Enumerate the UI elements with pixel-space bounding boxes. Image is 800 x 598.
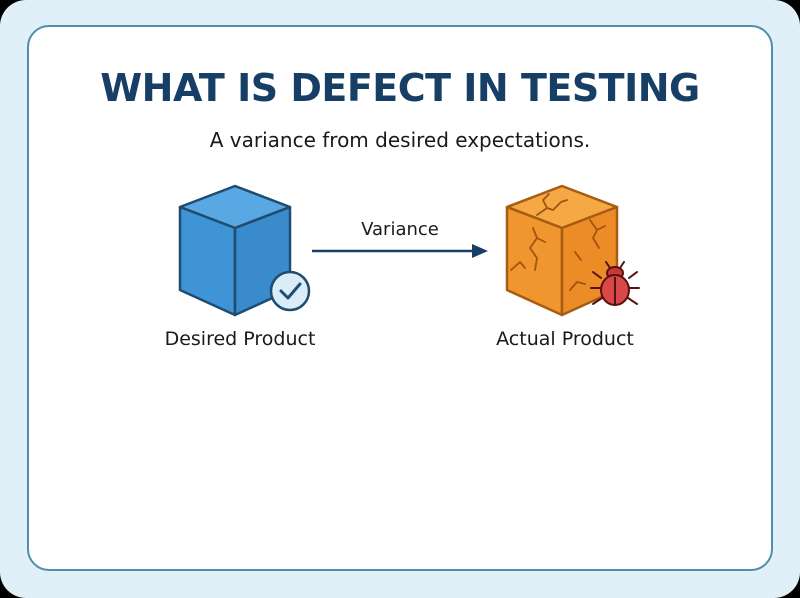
page-title: WHAT IS DEFECT IN TESTING bbox=[100, 66, 700, 110]
content-card bbox=[27, 25, 773, 571]
actual-product: Actual Product bbox=[465, 180, 665, 360]
variance-arrow: Variance bbox=[310, 215, 490, 265]
cracked-orange-cube-icon bbox=[505, 184, 640, 317]
actual-product-label: Actual Product bbox=[496, 328, 634, 350]
arrow-right-icon bbox=[312, 244, 488, 258]
desired-product: Desired Product bbox=[140, 180, 340, 360]
check-circle-icon bbox=[269, 270, 311, 312]
variance-label: Variance bbox=[361, 219, 439, 240]
blue-cube-icon bbox=[178, 184, 311, 317]
bug-icon bbox=[590, 261, 640, 306]
page-subtitle: A variance from desired expectations. bbox=[209, 128, 591, 152]
desired-product-label: Desired Product bbox=[164, 328, 316, 350]
